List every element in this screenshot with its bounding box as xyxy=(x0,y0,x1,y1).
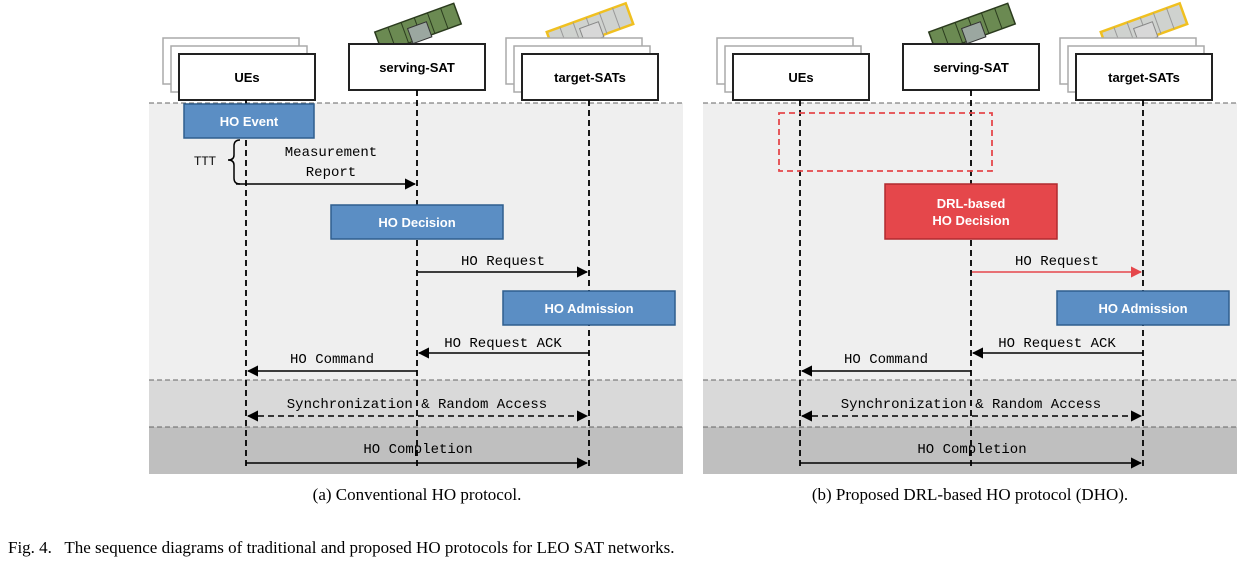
ho-request-ack-label: HO Request ACK xyxy=(444,336,562,352)
ho-request-label: HO Request xyxy=(1015,254,1099,270)
drl-ho-decision-box xyxy=(884,183,1058,240)
entity-label-serving: serving-SAT xyxy=(379,60,455,75)
target-sats-entity: target-SATs xyxy=(1059,1,1213,101)
region-completion xyxy=(149,427,683,474)
ho-admission-box xyxy=(1056,290,1230,326)
panel-a: UEs serving-SAT xyxy=(149,1,683,504)
ho-decision-box xyxy=(330,204,504,240)
ttt-label: TTT xyxy=(194,154,217,168)
removed-measurement-phase-box xyxy=(778,112,993,172)
measurement-report-label: Report xyxy=(306,165,356,181)
panel-a-caption: (a) Conventional HO protocol. xyxy=(313,485,522,504)
satellite-icon xyxy=(373,2,463,54)
drl-ho-decision-label: HO Decision xyxy=(932,213,1009,228)
serving-sat-entity: serving-SAT xyxy=(348,2,486,91)
region-completion xyxy=(703,427,1237,474)
ho-command-label: HO Command xyxy=(290,352,374,368)
panel-b-caption: (b) Proposed DRL-based HO protocol (DHO)… xyxy=(812,485,1128,504)
entity-label-target: target-SATs xyxy=(554,70,626,85)
ho-decision-label: HO Decision xyxy=(378,215,455,230)
ho-event-label: HO Event xyxy=(220,114,279,129)
ho-request-ack-label: HO Request ACK xyxy=(998,336,1116,352)
ho-completion-label: HO Completion xyxy=(363,442,472,458)
entity-label-target: target-SATs xyxy=(1108,70,1180,85)
entity-label-ue: UEs xyxy=(788,70,813,85)
target-sats-entity: target-SATs xyxy=(505,1,659,101)
ho-completion-label: HO Completion xyxy=(917,442,1026,458)
ho-admission-box xyxy=(502,290,676,326)
ho-admission-label: HO Admission xyxy=(544,301,633,316)
measurement-report-label: Measurement xyxy=(285,145,377,161)
satellite-icon xyxy=(927,2,1017,54)
drl-ho-decision-label: DRL-based xyxy=(937,196,1006,211)
ho-admission-label: HO Admission xyxy=(1098,301,1187,316)
entity-label-serving: serving-SAT xyxy=(933,60,1009,75)
ho-request-label: HO Request xyxy=(461,254,545,270)
ttt-bracket xyxy=(227,139,241,185)
ue-entity: UEs xyxy=(162,37,316,101)
ho-command-label: HO Command xyxy=(844,352,928,368)
sync-random-access-label: Synchronization & Random Access xyxy=(287,397,547,413)
ue-entity: UEs xyxy=(716,37,870,101)
figure-caption: Fig. 4. The sequence diagrams of traditi… xyxy=(8,538,675,557)
serving-sat-entity: serving-SAT xyxy=(902,2,1040,91)
region-main xyxy=(703,103,1237,380)
entity-label-ue: UEs xyxy=(234,70,259,85)
region-main xyxy=(149,103,683,380)
sync-random-access-label: Synchronization & Random Access xyxy=(841,397,1101,413)
ho-event-box xyxy=(183,103,315,139)
panel-b: UEs serving-SAT xyxy=(703,1,1237,504)
